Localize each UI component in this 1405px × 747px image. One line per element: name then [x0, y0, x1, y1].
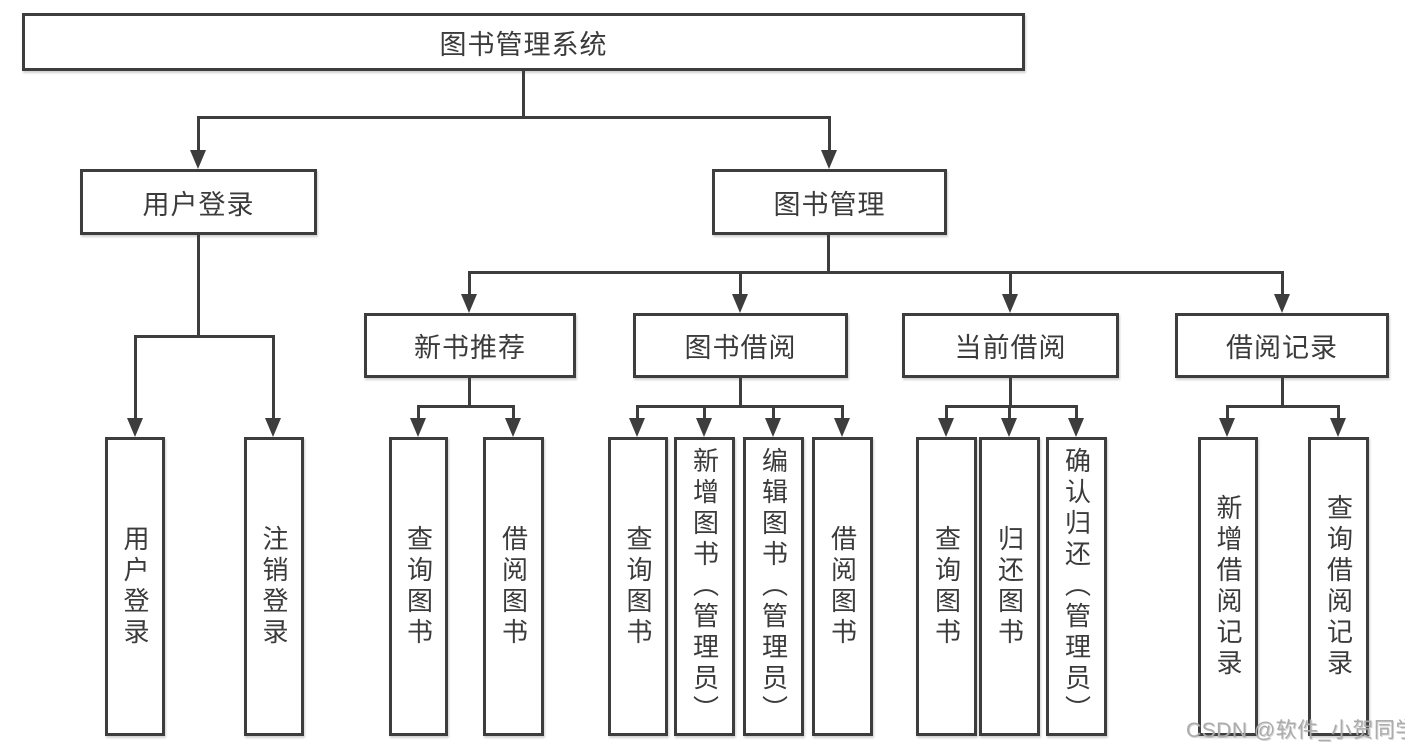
- node-leaf-confirm-return-admin: 确认归还（管理员）: [1046, 437, 1107, 736]
- arrow-to-query-book-2: [629, 418, 645, 437]
- arrow-to-edit-book-admin: [765, 418, 781, 437]
- connector-leaf-stub-3: [417, 405, 420, 418]
- connector-recommend-stem: [468, 378, 471, 405]
- node-leaf-query-book-2-label: 查询图书: [623, 524, 653, 649]
- arrow-to-current-borrow: [1002, 294, 1018, 313]
- connector-leaf-stub-6: [703, 405, 706, 418]
- arrow-to-confirm-return: [1068, 418, 1084, 437]
- connector-leaf-stub-13: [1337, 405, 1340, 418]
- node-current-borrow: 当前借阅: [902, 313, 1119, 378]
- arrow-to-leaf-user-login: [127, 418, 143, 437]
- connector-root-stem: [522, 71, 525, 117]
- arrow-to-user-login: [190, 150, 206, 169]
- connector-book-mgmt-stub: [828, 116, 831, 152]
- node-new-book-recommend: 新书推荐: [364, 313, 576, 378]
- arrow-to-query-book-3: [938, 418, 954, 437]
- node-leaf-query-book-1-label: 查询图书: [403, 524, 434, 649]
- node-book-management: 图书管理: [712, 169, 947, 235]
- connector-book-borrow-stem: [739, 378, 742, 405]
- arrow-to-add-borrow-record: [1219, 418, 1235, 437]
- connector-leaf-stub-11: [1075, 405, 1078, 418]
- arrow-to-add-book-admin: [696, 418, 712, 437]
- connector-leaf-stub-4: [512, 405, 515, 418]
- connector-leaf-stub-1: [134, 335, 137, 418]
- node-leaf-borrow-book-1-label: 借阅图书: [498, 524, 529, 649]
- connector-leaf-stub-5: [636, 405, 639, 418]
- node-leaf-logout-label: 注销登录: [259, 524, 289, 649]
- connector-user-login-stub: [197, 116, 200, 152]
- arrow-to-query-borrow-record: [1330, 418, 1346, 437]
- connector-user-login-bar: [134, 335, 275, 338]
- connector-borrow-records-stem: [1281, 378, 1284, 405]
- node-leaf-confirm-return-admin-label: 确认归还（管理员）: [1061, 447, 1092, 726]
- node-leaf-query-book-2: 查询图书: [608, 437, 668, 736]
- connector-l3-stub-2: [739, 271, 742, 295]
- node-user-login-label: 用户登录: [142, 189, 255, 220]
- connector-borrow-records-bar: [1226, 405, 1340, 408]
- node-new-book-recommend-label: 新书推荐: [414, 333, 526, 363]
- node-leaf-query-borrow-record: 查询借阅记录: [1308, 437, 1369, 736]
- connector-root-bar: [197, 116, 831, 119]
- node-book-borrow-label: 图书借阅: [684, 333, 797, 363]
- node-leaf-return-book-label: 归还图书: [994, 524, 1025, 649]
- connector-leaf-stub-12: [1226, 405, 1229, 418]
- node-borrow-records: 借阅记录: [1175, 313, 1389, 378]
- node-leaf-borrow-book-2-label: 借阅图书: [827, 524, 858, 649]
- arrow-to-borrow-book-2: [834, 418, 850, 437]
- node-leaf-borrow-book-2: 借阅图书: [812, 437, 873, 736]
- arrow-to-book-management: [821, 150, 837, 169]
- node-leaf-edit-book-admin-label: 编辑图书（管理员）: [758, 447, 789, 726]
- connector-leaf-stub-10: [1008, 405, 1011, 418]
- arrow-to-query-book-1: [410, 418, 426, 437]
- node-book-borrow: 图书借阅: [633, 313, 848, 378]
- csdn-watermark: CSDN @软件_小贺同学: [1186, 719, 1405, 742]
- arrow-to-book-borrow: [732, 294, 748, 313]
- connector-book-borrow-bar: [636, 405, 844, 408]
- node-library-management-system-label: 图书管理系统: [439, 29, 608, 60]
- node-leaf-user-login: 用户登录: [105, 437, 165, 736]
- connector-l3-stub-3: [1009, 271, 1012, 295]
- connector-current-borrow-stem: [1009, 378, 1012, 405]
- arrow-to-leaf-logout: [265, 418, 281, 437]
- node-current-borrow-label: 当前借阅: [954, 333, 1067, 363]
- arrow-to-return-book: [1001, 418, 1017, 437]
- node-leaf-query-book-3-label: 查询图书: [931, 524, 962, 649]
- node-leaf-return-book: 归还图书: [979, 437, 1040, 736]
- node-borrow-records-label: 借阅记录: [1226, 333, 1338, 363]
- connector-l3-stub-1: [468, 271, 471, 295]
- arrow-to-borrow-book-1: [505, 418, 521, 437]
- connector-leaf-stub-9: [945, 405, 948, 418]
- node-user-login: 用户登录: [80, 169, 317, 235]
- node-library-management-system: 图书管理系统: [22, 13, 1025, 71]
- connector-recommend-bar: [417, 405, 515, 408]
- node-leaf-add-book-admin: 新增图书（管理员）: [674, 437, 735, 736]
- connector-leaf-stub-8: [841, 405, 844, 418]
- node-leaf-logout: 注销登录: [244, 437, 304, 736]
- node-leaf-query-book-3: 查询图书: [916, 437, 977, 736]
- connector-leaf-stub-2: [272, 335, 275, 418]
- connector-book-mgmt-stem: [827, 235, 830, 271]
- connector-current-borrow-bar: [945, 405, 1078, 408]
- node-book-management-label: 图书管理: [773, 189, 886, 220]
- node-leaf-query-borrow-record-label: 查询借阅记录: [1323, 493, 1354, 680]
- node-leaf-borrow-book-1: 借阅图书: [483, 437, 544, 736]
- node-leaf-edit-book-admin: 编辑图书（管理员）: [743, 437, 804, 736]
- node-leaf-add-borrow-record: 新增借阅记录: [1198, 437, 1258, 736]
- arrow-to-new-book-recommend: [461, 294, 477, 313]
- node-leaf-add-book-admin-label: 新增图书（管理员）: [689, 447, 720, 726]
- connector-l3-stub-4: [1281, 271, 1284, 295]
- connector-user-login-stem: [197, 235, 200, 335]
- connector-book-mgmt-bar: [468, 271, 1283, 274]
- node-leaf-add-borrow-record-label: 新增借阅记录: [1213, 493, 1243, 680]
- node-leaf-query-book-1: 查询图书: [389, 437, 448, 736]
- connector-leaf-stub-7: [772, 405, 775, 418]
- arrow-to-borrow-records: [1274, 294, 1290, 313]
- node-leaf-user-login-label: 用户登录: [120, 524, 150, 649]
